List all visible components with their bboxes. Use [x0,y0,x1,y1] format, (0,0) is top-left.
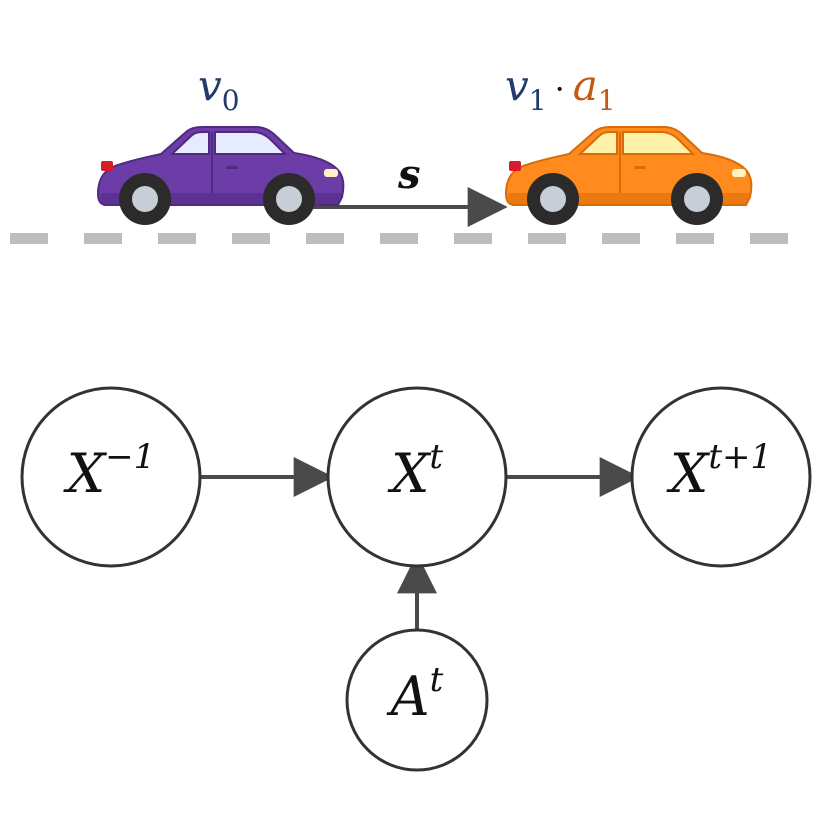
node-x-t-label: Xt [387,437,443,505]
right-car-door-handle [634,166,646,169]
distance-label: s [397,151,421,198]
left-car-taillight [101,161,113,171]
right-car-front-window [622,131,696,155]
right-car-rear-window [577,131,618,155]
left-car-door-handle [226,166,238,169]
left-car-rear-window [169,131,210,155]
right-car-taillight [509,161,521,171]
right-car-headlight [732,169,746,177]
right-car-icon [504,126,753,225]
right-car-velocity-acceleration-label: v1·a1 [505,61,616,117]
left-car-icon [96,126,345,225]
node-x-t: Xt [326,386,508,568]
node-x-next: Xt+1 [630,386,812,568]
node-x-prev-label: X−1 [63,437,156,505]
node-x-next-label: Xt+1 [666,437,772,505]
left-car-front-window [214,131,288,155]
node-a-t-label: At [386,660,444,728]
road-dashed-line [10,233,788,244]
left-car-velocity-label: v0 [198,61,240,117]
node-x-prev: X−1 [20,386,202,568]
left-car-headlight [324,169,338,177]
node-a-t: At [345,628,489,772]
